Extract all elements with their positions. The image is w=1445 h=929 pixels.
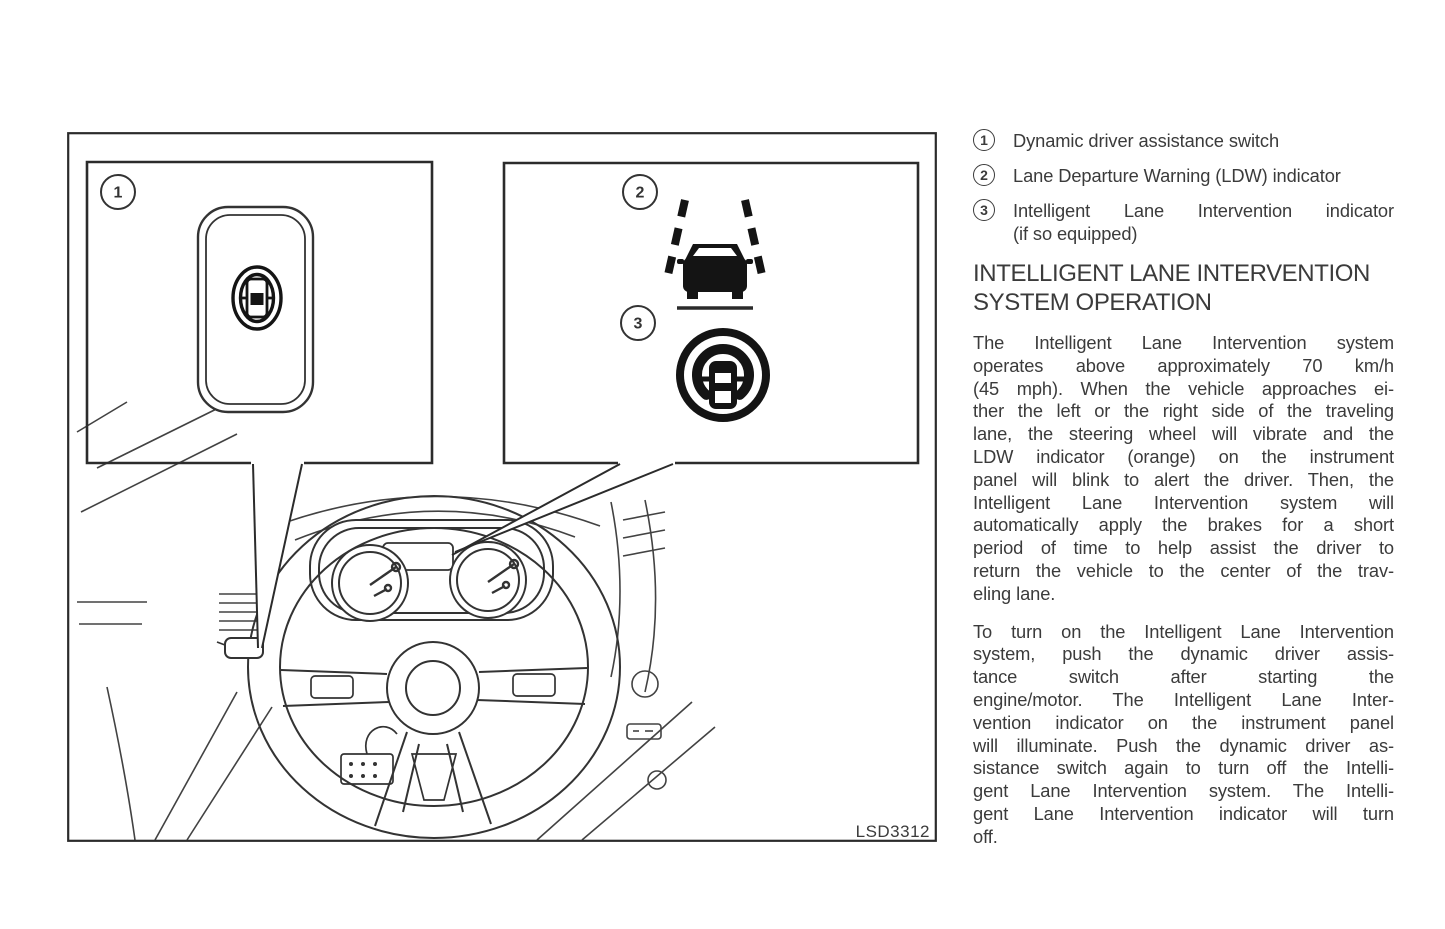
steering-wheel-illustration: [216, 495, 621, 839]
callout-box-2: [502, 161, 920, 465]
dynamic-driver-assistance-switch-icon: [231, 265, 283, 331]
connector-dots: [349, 762, 377, 778]
figure-frames: [67, 132, 937, 842]
figure-code: LSD3312: [856, 822, 930, 841]
circled-number-3: 3: [973, 199, 995, 221]
legend-item-1: 1 Dynamic driver assistance switch: [973, 129, 1394, 152]
outer-frame: [67, 132, 937, 842]
callout-circle-1: [100, 174, 136, 210]
callout-circle-2: [622, 174, 658, 210]
legend-item-2: 2 Lane Departure Warning (LDW) indicator: [973, 164, 1394, 187]
circled-number-1: 1: [973, 129, 995, 151]
legend-item-3-label: Intelligent Lane Intervention indicator(…: [1013, 200, 1394, 244]
legend-item-1-label: Dynamic driver assistance switch: [1013, 130, 1280, 151]
legend-item-2-label: Lane Departure Warning (LDW) indicator: [1013, 165, 1341, 186]
figure-diagram: 1 2 3 LSD3312: [67, 132, 937, 842]
text-column: 1 Dynamic driver assistance switch 2 Lan…: [973, 129, 1394, 849]
steering-wheel-figure: 1 2 3 LSD3312: [67, 132, 937, 842]
callout-legend: 1 Dynamic driver assistance switch 2 Lan…: [973, 129, 1394, 245]
intelligent-lane-intervention-indicator-icon: [676, 328, 770, 422]
callout-number-3: 3: [634, 316, 643, 333]
circled-number-2: 2: [973, 164, 995, 186]
callout-circle-3: [620, 305, 656, 341]
callout-number-1: 1: [114, 185, 123, 202]
callout-box-1: [85, 160, 434, 465]
legend-item-3: 3 Intelligent Lane Intervention indicato…: [973, 199, 1394, 245]
callout-number-2: 2: [636, 185, 645, 202]
callout-markers: 1 2 3: [100, 174, 658, 341]
paragraph-1: The Intelligent Lane Intervention system…: [973, 332, 1394, 604]
dynamic-driver-assistance-switch: [196, 205, 315, 414]
lane-departure-warning-indicator-icon: [664, 199, 766, 310]
gauge-needles: [369, 558, 520, 598]
paragraph-2: To turn on the Intelligent Lane Interven…: [973, 620, 1394, 847]
callout-pointers: [252, 463, 674, 649]
